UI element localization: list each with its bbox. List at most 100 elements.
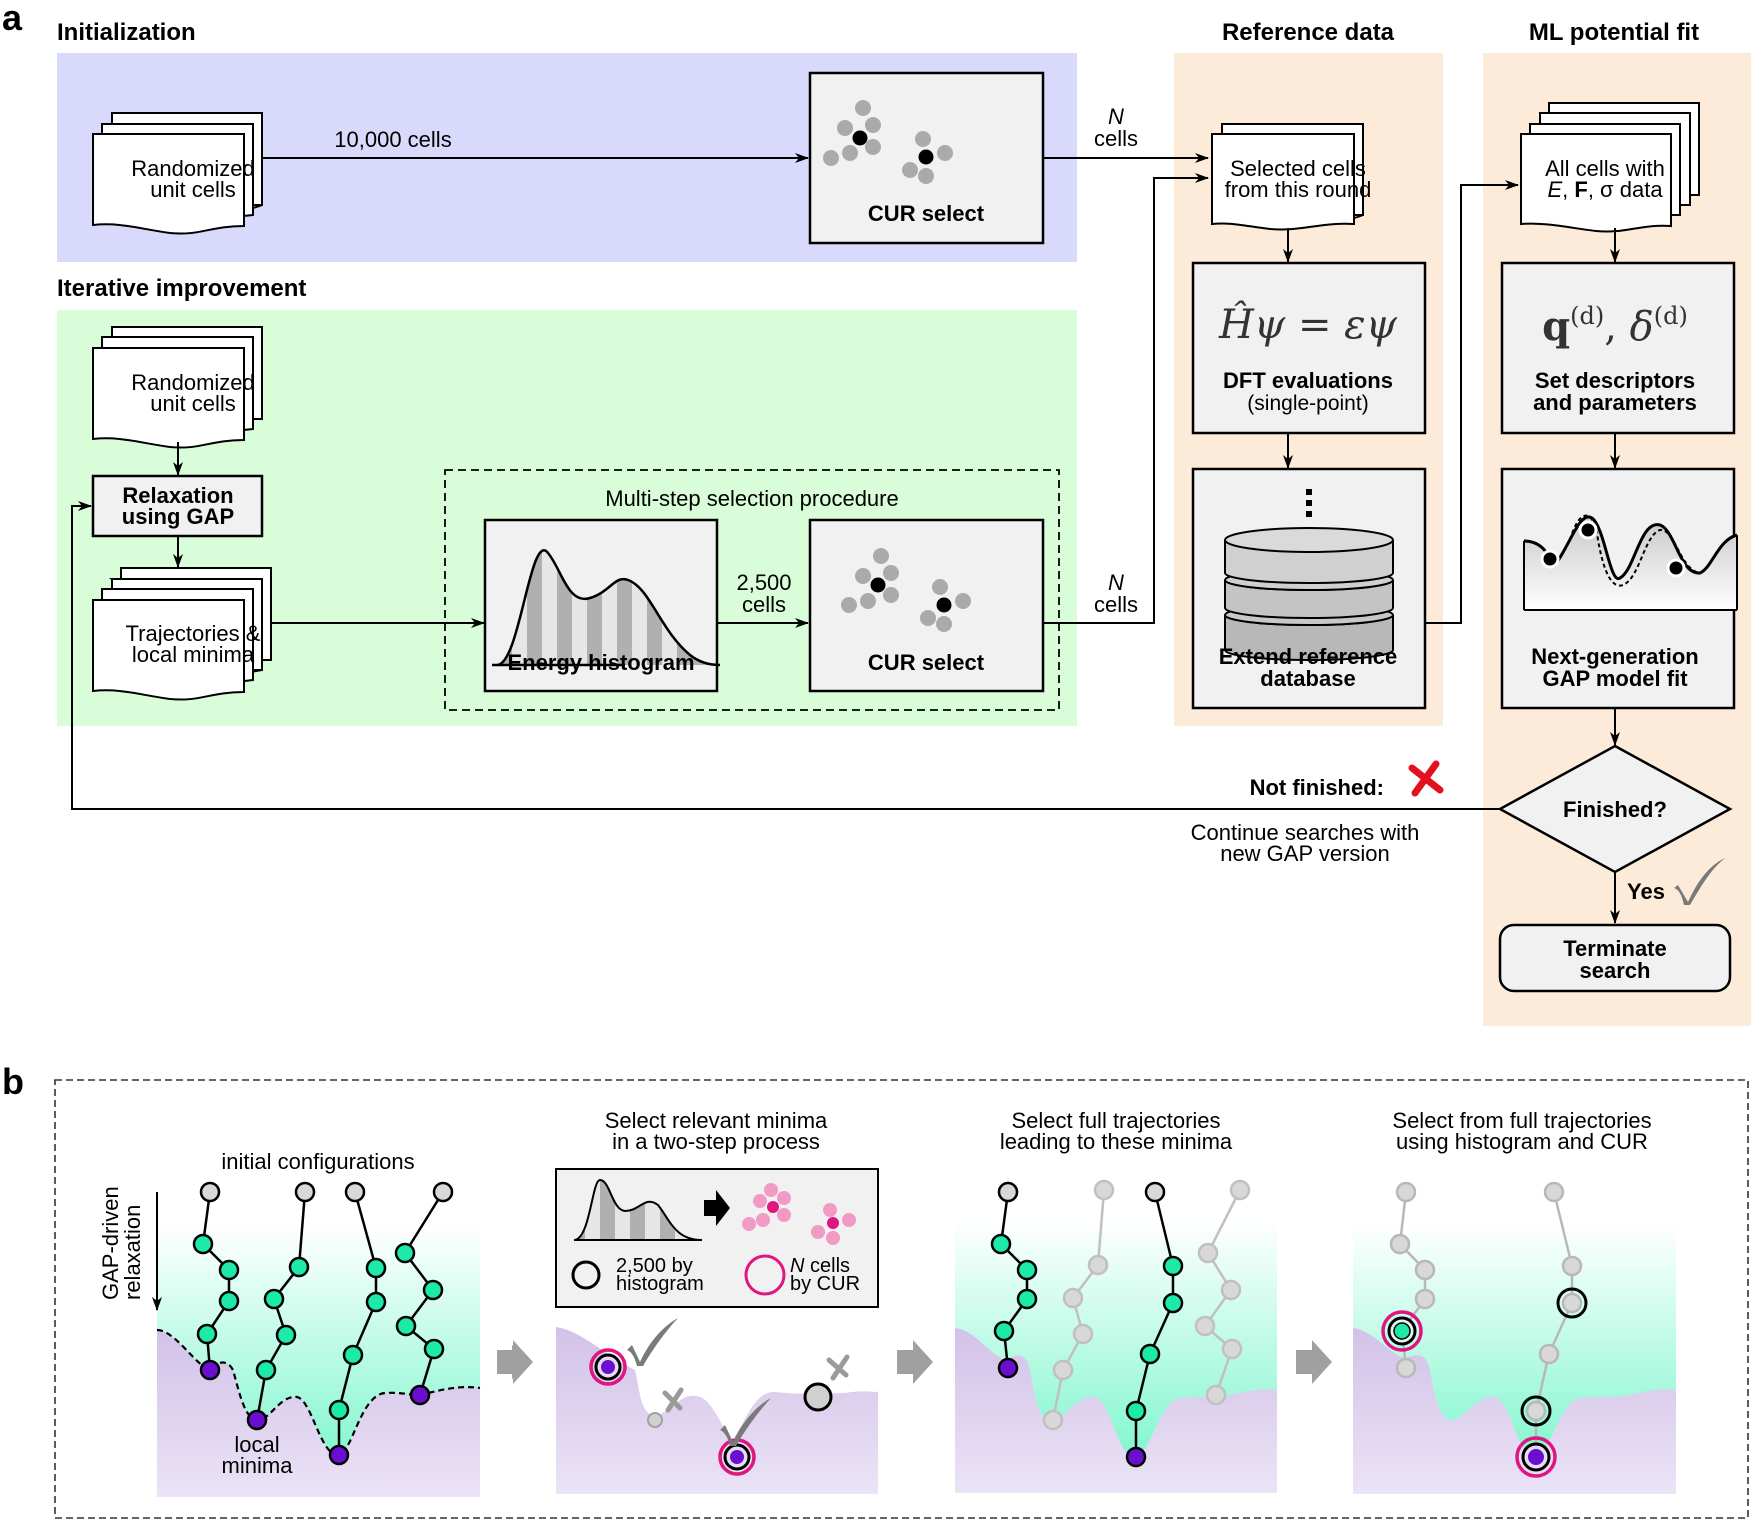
not-finished-label: Not finished: [1250,775,1384,800]
axis-label-line1: GAP-driven [98,1186,123,1300]
descriptors-line1: Set descriptors [1535,368,1695,393]
gap-fit-line2: GAP model fit [1542,666,1688,691]
step3-title-line1: Select full trajectories [1011,1108,1220,1133]
grey-check-icon [1674,858,1725,905]
relaxation-box [91,474,264,538]
cur-scatter-icon [823,100,953,184]
cur-scatter-icon [841,548,971,632]
n-bottom-label: N [1108,570,1124,595]
dft-equation: Ĥψ = εψ [1218,301,1398,348]
continue-line1: Continue searches with [1191,820,1420,845]
step-arrow-2 [897,1340,933,1384]
descriptors-box [1500,261,1736,435]
minima-label-line2: minima [222,1453,294,1478]
database-label-line2: database [1260,666,1355,691]
selected-cells-line2: from this round [1225,177,1372,202]
step3-selected-trajectories [990,1181,1184,1468]
step3-grey-trajectories [1042,1179,1251,1431]
legend-histogram-line2: histogram [616,1273,704,1295]
yes-label: Yes [1627,879,1665,904]
grey-x-icon [662,1354,850,1413]
label-2500-cells: cells [742,592,786,617]
terminate-line1: Terminate [1563,936,1667,961]
relaxation-line1: Relaxation [122,483,233,508]
legend-cur-cells: cells [804,1255,850,1277]
potential-fit-icon [1523,514,1738,611]
delta-symbol: δ [1630,304,1654,350]
label-2500: 2,500 [736,570,791,595]
energy-histogram-label: Energy histogram [507,650,694,675]
panel-b-frame [54,1079,1749,1519]
step2-title-line2: in a two-step process [612,1129,820,1154]
step3-title-line2: leading to these minima [1000,1129,1233,1154]
section-title-reference: Reference data [1222,19,1395,46]
step4-title-line2: using histogram and CUR [1396,1129,1648,1154]
dft-box [1191,261,1427,435]
step1-trajectories [192,1181,454,1466]
section-title-initialization: Initialization [57,19,196,46]
legend-cur-n: N [790,1255,805,1277]
finished-question: Finished? [1563,797,1667,822]
descriptors-line2: and parameters [1533,390,1697,415]
q-superscript: (d) [1570,302,1604,330]
step2-title-line1: Select relevant minima [605,1108,828,1133]
database-icon [1224,489,1394,661]
red-x-icon [1408,760,1444,797]
grey-check-icon [627,1318,771,1446]
init-docs-line2: unit cells [150,177,236,202]
terminate-search-box [1498,923,1732,993]
trajectories-document-stack [92,567,272,701]
dft-sub: (single-point) [1247,392,1368,415]
section-title-ml-fit: ML potential fit [1529,19,1699,46]
step4-selections [1381,1287,1588,1478]
q-symbol: q [1542,303,1570,350]
arrow-db-to-all-cells [1425,180,1519,624]
section-title-iterative: Iterative improvement [57,275,306,302]
step2-landscape [556,1327,878,1494]
iter-cur-label: CUR select [868,650,985,675]
step4-title-line1: Select from full trajectories [1392,1108,1651,1133]
panel-b-label: b [2,1061,24,1102]
minima-label-line1: local [234,1432,279,1457]
dft-label: DFT evaluations [1223,368,1393,393]
step-arrow-1-shape [497,1340,533,1384]
terminate-line2: search [1580,958,1651,983]
multistep-title: Multi-step selection procedure [605,486,898,511]
step3-landscape [955,1220,1277,1493]
init-cur-label: CUR select [868,201,985,226]
all-cells-document-stack [1520,102,1700,233]
arrow-n-cells-bottom [1043,173,1209,624]
black-arrow-icon [704,1190,730,1226]
iter-docs-line2: unit cells [150,391,236,416]
multistep-box [444,469,1060,711]
continue-line2: new GAP version [1220,841,1390,866]
selected-cells-document [1211,123,1364,231]
all-cells-line1: All cells with [1545,156,1665,181]
relaxation-line2: using GAP [122,504,234,529]
selected-cells-line1: Selected cells [1230,156,1366,181]
database-label-line1: Extend reference [1219,644,1398,669]
init-docs-line1: Randomized [131,156,255,181]
feedback-loop-arrow [71,501,1500,810]
stress-text: σ data [1600,177,1663,202]
label-10000-cells: 10,000 cells [334,127,451,152]
init-document-stack [92,112,263,235]
histogram-legend-ring [571,1260,601,1290]
legend-cur-line2: by CUR [790,1273,860,1295]
n-top-label: N [1108,104,1124,129]
cells-bottom-label: cells [1094,592,1138,617]
trajectories-line1: Trajectories & [126,621,261,646]
axis-label-line2: relaxation [120,1205,145,1300]
legend-cur-line1: N cells [790,1255,850,1277]
energy-symbol: E [1547,177,1562,202]
step1-title: initial configurations [221,1149,414,1174]
gap-fit-line1: Next-generation [1531,644,1698,669]
trajectories-line2: local minima [132,642,255,667]
panel-a-label: a [2,0,23,38]
iter-docs-line1: Randomized [131,370,255,395]
step-arrow-3 [1296,1340,1332,1384]
cur-legend-ring [744,1254,786,1296]
cells-top-label: cells [1094,126,1138,151]
iter-document-stack [92,326,263,449]
